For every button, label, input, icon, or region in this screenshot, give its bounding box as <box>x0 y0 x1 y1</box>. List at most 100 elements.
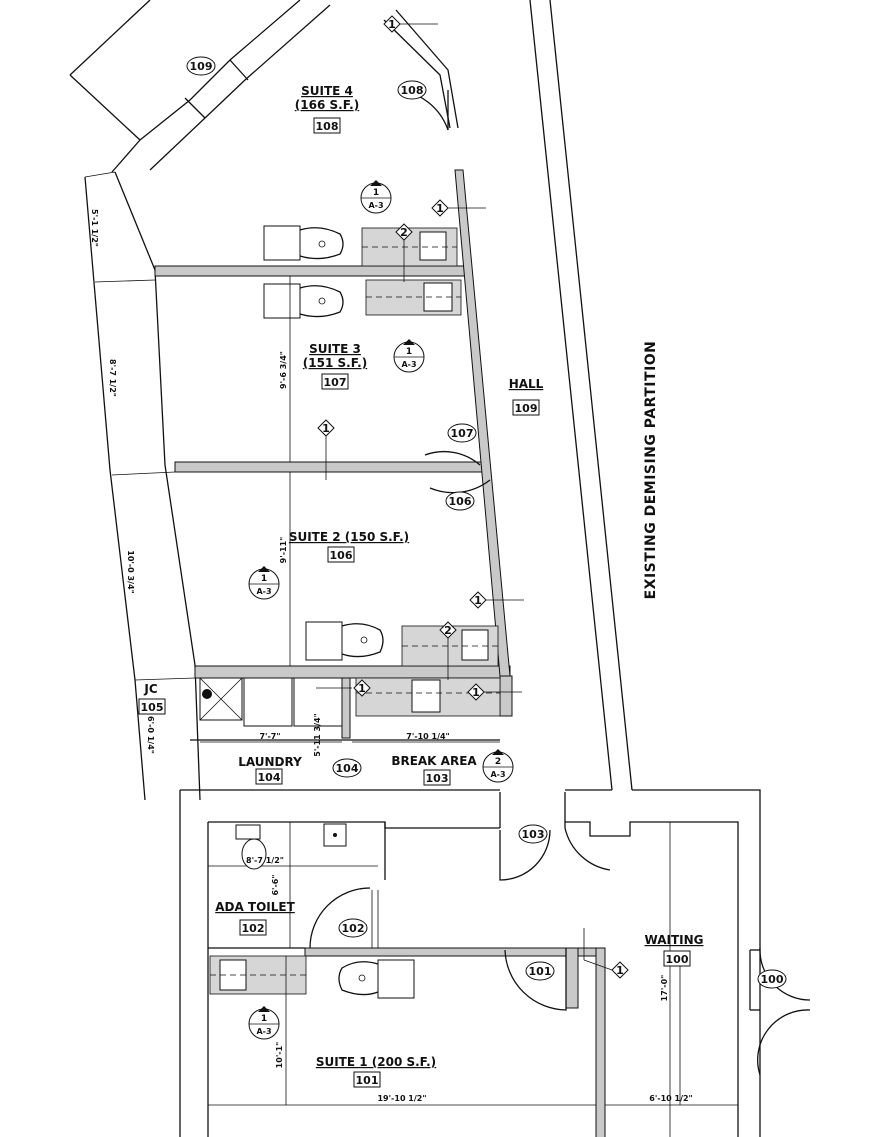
keynote-diamond-1c: 1 <box>317 419 335 437</box>
svg-text:104: 104 <box>258 771 281 784</box>
west-dimension-strip <box>84 171 201 801</box>
chair-suite2 <box>305 621 384 661</box>
room-label-suite4: SUITE 4 (166 S.F.) 108 <box>295 84 359 134</box>
chair-suite4 <box>263 225 344 261</box>
svg-text:ADA TOILET: ADA TOILET <box>215 900 295 914</box>
counters <box>209 227 501 995</box>
dimension-lines <box>200 276 738 1106</box>
svg-text:9'-6 3/4": 9'-6 3/4" <box>279 351 288 389</box>
svg-text:A-3: A-3 <box>256 587 271 596</box>
door-swings <box>309 89 811 1076</box>
room-label-suite1: SUITE 1 (200 S.F.) 101 <box>316 1055 436 1088</box>
svg-text:1: 1 <box>474 594 482 607</box>
chair-suite1 <box>338 959 415 999</box>
chair-suite3 <box>263 283 344 319</box>
svg-text:109: 109 <box>190 60 213 73</box>
svg-text:109: 109 <box>515 402 538 415</box>
svg-text:2: 2 <box>495 757 501 767</box>
room-label-waiting: WAITING 100 <box>645 933 704 967</box>
salon-chairs <box>263 225 415 999</box>
svg-text:103: 103 <box>522 828 545 841</box>
svg-text:HALL: HALL <box>509 377 544 391</box>
svg-text:1: 1 <box>373 188 379 198</box>
svg-text:101: 101 <box>356 1074 379 1087</box>
svg-text:10'-0 3/4": 10'-0 3/4" <box>126 550 135 593</box>
svg-text:6'-10 1/2": 6'-10 1/2" <box>649 1094 692 1103</box>
keynote-diamond-2a: 2 <box>395 223 413 241</box>
room-label-suite3: SUITE 3 (151 S.F.) 107 <box>303 342 367 390</box>
svg-text:108: 108 <box>316 120 339 133</box>
laundry-fixtures <box>190 677 500 741</box>
svg-text:8'-7 1/2": 8'-7 1/2" <box>108 359 117 397</box>
room-label-break-area: BREAK AREA 103 <box>391 754 477 786</box>
room-label-ada-toilet: ADA TOILET 102 <box>215 900 296 936</box>
svg-text:107: 107 <box>324 376 347 389</box>
svg-text:(166 S.F.): (166 S.F.) <box>295 98 359 112</box>
svg-text:2: 2 <box>444 624 452 637</box>
svg-text:5'-1 1/2": 5'-1 1/2" <box>90 209 99 247</box>
room-label-jc: JC 105 <box>138 682 166 715</box>
svg-text:BREAK AREA: BREAK AREA <box>391 754 477 768</box>
svg-text:1: 1 <box>436 202 444 215</box>
corridor-label: EXISTING DEMISING PARTITION <box>643 341 659 600</box>
svg-text:1: 1 <box>616 964 624 977</box>
svg-text:107: 107 <box>451 427 474 440</box>
wall-suite2-south <box>194 665 511 679</box>
svg-text:9'-11": 9'-11" <box>279 537 288 564</box>
svg-text:WAITING: WAITING <box>645 933 704 947</box>
svg-text:2: 2 <box>400 226 408 239</box>
svg-text:1: 1 <box>388 18 396 31</box>
svg-text:7'-10 1/4": 7'-10 1/4" <box>406 732 449 741</box>
room-label-hall: HALL 109 <box>509 377 544 416</box>
svg-text:19'-10 1/2": 19'-10 1/2" <box>377 1094 426 1103</box>
svg-text:1: 1 <box>472 686 480 699</box>
svg-text:5'-11 3/4": 5'-11 3/4" <box>313 713 322 756</box>
door-tag-100: 100 <box>757 969 787 989</box>
door-tag-108: 108 <box>397 80 427 100</box>
section-ref-suite3: 1 A-3 <box>393 339 425 373</box>
svg-text:SUITE 4: SUITE 4 <box>301 84 353 98</box>
room-label-laundry: LAUNDRY 104 <box>238 755 302 785</box>
svg-text:10'-1": 10'-1" <box>275 1042 284 1069</box>
interior-walls <box>154 169 606 1137</box>
keynote-diamond-1b: 1 <box>431 199 449 217</box>
north-angled-walls <box>69 0 459 173</box>
svg-text:7'-7": 7'-7" <box>259 732 280 741</box>
svg-text:100: 100 <box>761 973 784 986</box>
section-ref-suite1: 1 A-3 <box>248 1006 280 1040</box>
ada-toilet-block <box>207 821 386 1137</box>
svg-text:1: 1 <box>358 682 366 695</box>
door-tag-104: 104 <box>332 758 362 778</box>
keynote-diamond-1f: 1 <box>467 683 485 701</box>
svg-text:102: 102 <box>342 922 365 935</box>
svg-text:102: 102 <box>242 922 265 935</box>
keynote-diamond-1a: 1 <box>383 15 401 33</box>
svg-text:104: 104 <box>336 762 359 775</box>
existing-demising-partition <box>179 0 761 1137</box>
svg-text:101: 101 <box>529 965 552 978</box>
keynote-diamond-2b: 2 <box>439 621 457 639</box>
svg-text:1: 1 <box>406 347 412 357</box>
svg-text:1: 1 <box>322 422 330 435</box>
svg-text:SUITE 2 (150 S.F.): SUITE 2 (150 S.F.) <box>289 530 409 544</box>
svg-text:1: 1 <box>261 1014 267 1024</box>
section-ref-suite4: 1 A-3 <box>360 180 392 214</box>
svg-text:JC: JC <box>143 682 157 696</box>
svg-text:105: 105 <box>141 701 164 714</box>
wall-suite1-east <box>595 947 606 1137</box>
svg-text:(151 S.F.): (151 S.F.) <box>303 356 367 370</box>
door-tag-102: 102 <box>338 918 368 938</box>
svg-text:A-3: A-3 <box>368 201 383 210</box>
svg-text:106: 106 <box>330 549 353 562</box>
svg-text:100: 100 <box>666 953 689 966</box>
wall-suite1-north <box>304 947 606 957</box>
svg-text:8'-7 1/2": 8'-7 1/2" <box>246 856 284 865</box>
keynote-diamond-1g: 1 <box>611 961 629 979</box>
svg-text:108: 108 <box>401 84 424 97</box>
door-tag-107: 107 <box>447 423 477 443</box>
dimension-labels: 5'-1 1/2" 8'-7 1/2" 10'-0 3/4" 6'-0 1/4"… <box>90 209 693 1103</box>
svg-text:SUITE 3: SUITE 3 <box>309 342 361 356</box>
svg-text:A-3: A-3 <box>490 770 505 779</box>
keynote-diamond-1e: 1 <box>353 679 371 697</box>
